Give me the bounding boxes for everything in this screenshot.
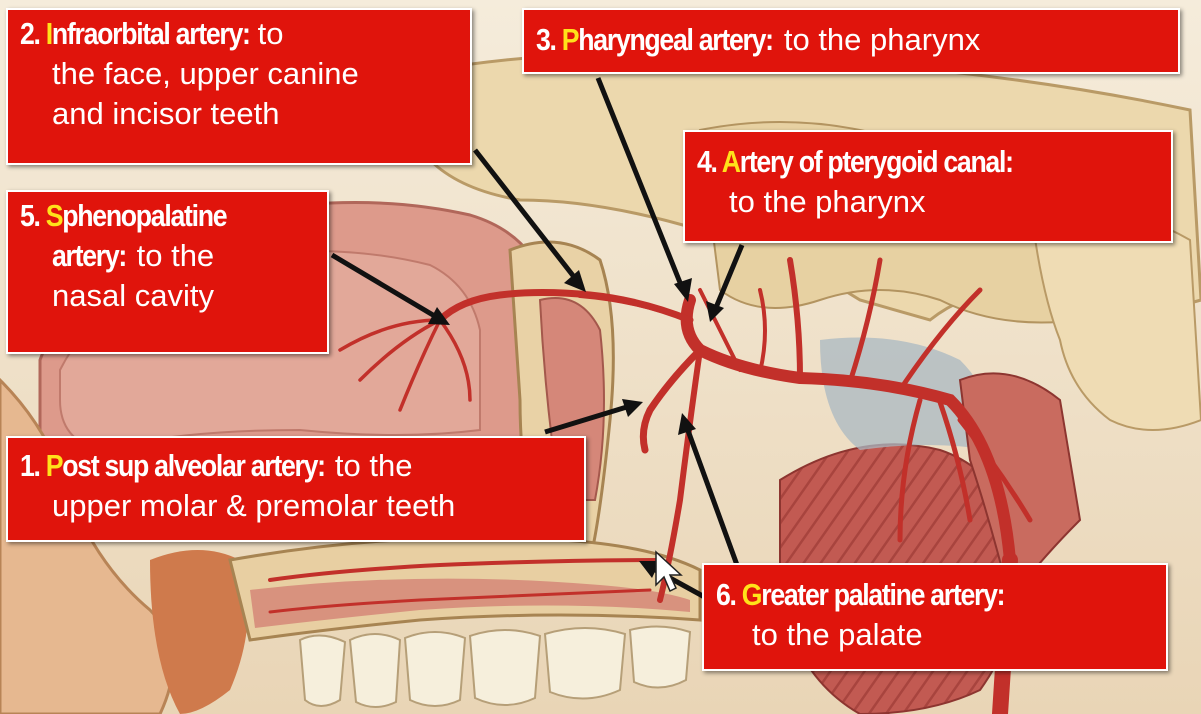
artery-name: ost sup alveolar artery:: [62, 448, 324, 483]
tooth: [545, 628, 625, 699]
label-text: to: [249, 16, 283, 51]
tooth: [300, 635, 345, 706]
tooth: [470, 630, 540, 705]
label-artery-of-pterygoid-canal: 4. Artery of pterygoid canal: to the pha…: [683, 130, 1173, 243]
label-text: nasal cavity: [20, 276, 317, 316]
label-text: to the palate: [716, 615, 1156, 655]
label-initial: P: [46, 448, 63, 483]
tooth: [405, 632, 465, 706]
label-number: 2.: [20, 16, 40, 51]
artery-name: rtery of pterygoid canal:: [740, 144, 1013, 179]
artery-name: phenopalatine: [62, 198, 226, 233]
artery-name: nfraorbital artery:: [52, 16, 250, 51]
label-infraorbital-artery: 2. Infraorbital artery: to the face, upp…: [6, 8, 472, 165]
label-initial: G: [742, 577, 761, 612]
label-text: to the pharynx: [697, 182, 1161, 222]
label-initial: A: [722, 144, 740, 179]
tooth: [350, 634, 400, 707]
artery-name: reater palatine artery:: [761, 577, 1004, 612]
label-text: to the: [326, 448, 412, 483]
label-text: to the pharynx: [775, 22, 980, 57]
artery-name: artery:: [52, 236, 126, 276]
label-initial: P: [562, 22, 579, 57]
label-number: 4.: [697, 144, 717, 179]
label-number: 5.: [20, 198, 40, 233]
label-text: and incisor teeth: [20, 94, 460, 134]
label-initial: S: [46, 198, 63, 233]
label-number: 1.: [20, 448, 40, 483]
label-number: 3.: [536, 22, 556, 57]
label-text: upper molar & premolar teeth: [20, 486, 574, 526]
label-text: the face, upper canine: [20, 54, 460, 94]
label-greater-palatine-artery: 6. Greater palatine artery: to the palat…: [702, 563, 1168, 671]
label-pharyngeal-artery: 3. Pharyngeal artery: to the pharynx: [522, 8, 1180, 74]
tooth: [630, 626, 690, 687]
artery-name: haryngeal artery:: [578, 22, 772, 57]
label-post-sup-alveolar-artery: 1. Post sup alveolar artery: to the uppe…: [6, 436, 586, 542]
label-number: 6.: [716, 577, 736, 612]
label-sphenopalatine-artery: 5. Sphenopalatine artery: to the nasal c…: [6, 190, 329, 354]
label-text: to the: [128, 238, 214, 273]
